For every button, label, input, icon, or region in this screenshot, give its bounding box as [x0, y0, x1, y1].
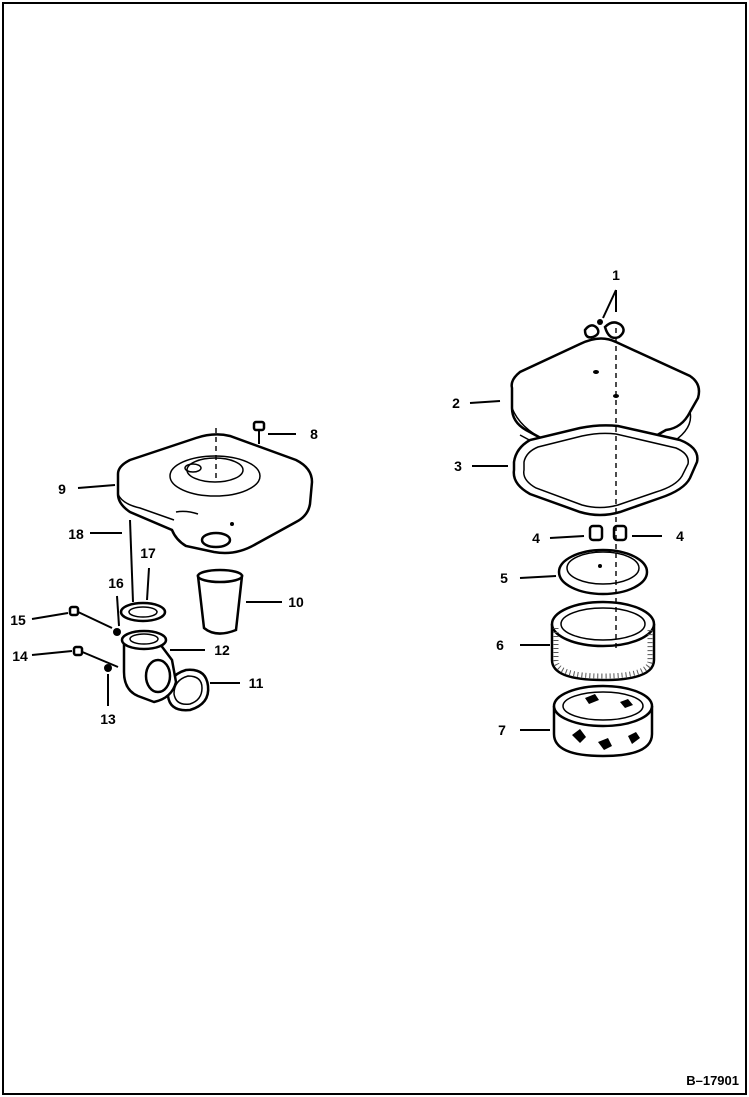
figure-reference-code: B–17901	[686, 1073, 739, 1088]
inner-element-part	[552, 684, 654, 758]
elbow-valve-part	[120, 629, 178, 704]
callout-12: 12	[214, 642, 230, 658]
end-plate-part	[557, 548, 649, 596]
housing-body-part	[116, 433, 314, 555]
dust-cup-part	[196, 568, 244, 635]
callout-4-left: 4	[532, 530, 540, 546]
callout-3: 3	[454, 458, 462, 474]
callout-13: 13	[100, 711, 116, 727]
clamp-part	[166, 668, 210, 712]
wing-nut-part	[583, 319, 625, 340]
valve-gasket-part	[119, 601, 167, 623]
callout-5: 5	[500, 570, 508, 586]
sleeve-part	[588, 524, 628, 542]
callout-7: 7	[498, 722, 506, 738]
callout-8: 8	[310, 426, 318, 442]
gasket-part	[512, 424, 699, 517]
callout-14: 14	[12, 648, 28, 664]
callout-16: 16	[108, 575, 124, 591]
rod-part	[129, 519, 134, 603]
bolt-part	[252, 420, 266, 444]
callout-2: 2	[452, 395, 460, 411]
callout-9: 9	[58, 481, 66, 497]
callout-18: 18	[68, 526, 84, 542]
callout-4-right: 4	[676, 528, 684, 544]
callout-11: 11	[249, 675, 264, 691]
callout-1: 1	[612, 267, 620, 283]
callout-17: 17	[140, 545, 156, 561]
screw-part	[68, 605, 119, 668]
callout-6: 6	[496, 637, 504, 653]
nut-part	[104, 628, 121, 672]
callout-10: 10	[288, 594, 304, 610]
filter-element-part	[550, 600, 656, 682]
callout-15: 15	[10, 612, 26, 628]
